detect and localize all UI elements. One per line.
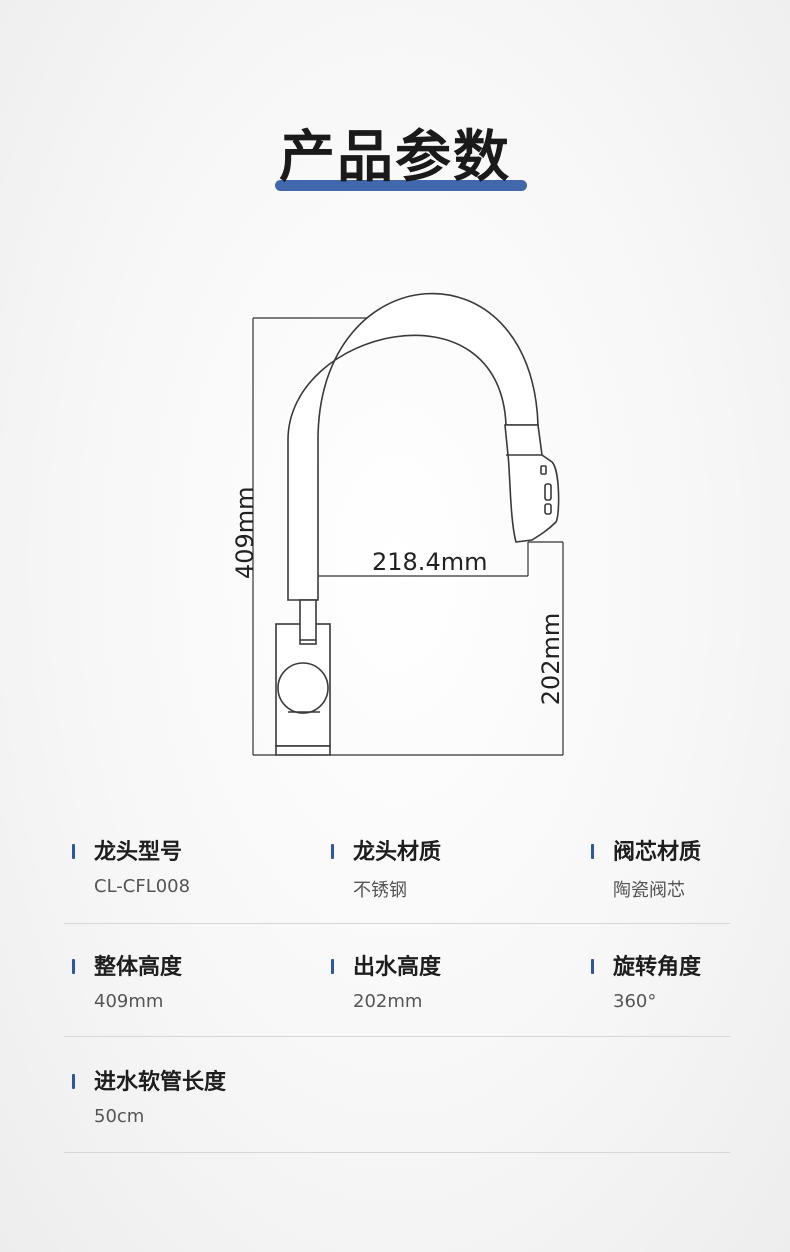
spec-value: 陶瓷阀芯 — [613, 880, 685, 901]
spec-marker — [72, 844, 75, 859]
spout-neck — [287, 292, 539, 601]
spec-value: 不锈钢 — [353, 880, 407, 901]
title-block: 产品参数 — [0, 120, 790, 210]
handle-knob — [277, 662, 329, 714]
spec-marker — [591, 959, 594, 974]
spray-button-mid — [544, 483, 552, 501]
spec-label: 龙头型号 — [94, 840, 183, 865]
spec-table: 龙头型号 CL-CFL008 龙头材质 不锈钢 阀芯材质 陶瓷阀芯 整体高度 4… — [64, 820, 730, 1153]
spray-button-low — [544, 503, 552, 515]
spec-marker — [331, 844, 334, 859]
spec-marker — [331, 959, 334, 974]
spec-value: CL-CFL008 — [94, 876, 191, 897]
spec-label: 龙头材质 — [353, 840, 442, 865]
spec-value: 409mm — [94, 991, 164, 1012]
spec-row: 进水软管长度 50cm — [64, 1037, 730, 1153]
title-underline — [275, 180, 527, 191]
spec-value: 50cm — [94, 1106, 145, 1127]
spray-button-top — [540, 465, 547, 475]
spec-value: 202mm — [353, 991, 423, 1012]
spout-height-label: 202mm — [537, 612, 565, 706]
spec-marker — [72, 959, 75, 974]
spec-label: 出水高度 — [353, 955, 442, 980]
faucet-diagram: 409mm 218.4mm 202mm — [231, 292, 565, 756]
spec-label: 进水软管长度 — [94, 1070, 227, 1095]
spec-marker — [72, 1074, 75, 1089]
handle-stem — [299, 599, 317, 645]
reach-label: 218.4mm — [372, 548, 488, 576]
page-title: 产品参数 — [279, 125, 511, 190]
spec-value: 360° — [613, 991, 657, 1012]
faucet-drawing — [252, 292, 564, 756]
base-plate — [275, 745, 331, 756]
spec-row: 龙头型号 CL-CFL008 龙头材质 不锈钢 阀芯材质 陶瓷阀芯 — [64, 820, 730, 924]
spec-label: 整体高度 — [94, 955, 183, 980]
overall-height-label: 409mm — [231, 486, 259, 579]
spec-label: 阀芯材质 — [613, 840, 702, 865]
spray-head — [504, 424, 560, 543]
spec-row: 整体高度 409mm 出水高度 202mm 旋转角度 360° — [64, 924, 730, 1037]
spec-label: 旋转角度 — [613, 955, 702, 980]
spec-marker — [591, 844, 594, 859]
